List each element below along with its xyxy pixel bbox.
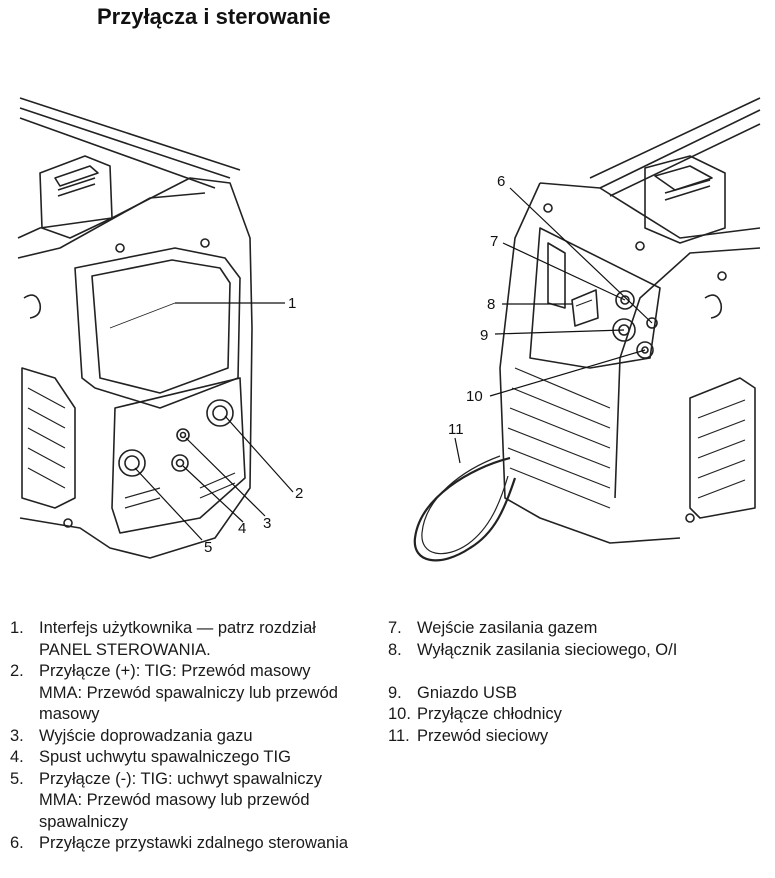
legend-item-7: 7.Wejście zasilania gazem: [388, 619, 598, 637]
rear-view-drawing: [413, 97, 761, 562]
callout-9: 9: [480, 327, 488, 344]
callout-11: 11: [448, 421, 464, 438]
callout-4: 4: [238, 520, 246, 537]
legend-right: 7.Wejście zasilania gazem 8.Wyłącznik za…: [388, 618, 768, 747]
legend-item-5: 5.Przyłącze (-): TIG: uchwyt spawalniczy…: [10, 769, 323, 831]
callout-5: 5: [204, 539, 212, 556]
callout-10: 10: [466, 388, 483, 405]
legend-item-10: 10.Przyłącze chłodnicy: [388, 705, 562, 723]
callout-1: 1: [288, 295, 296, 312]
legend-left: 1.Interfejs użytkownika — patrz rozdział…: [10, 618, 390, 855]
legend-item-8: 8.Wyłącznik zasilania sieciowego, O/I: [388, 640, 678, 659]
legend-item-1: 1.Interfejs użytkownika — patrz rozdział…: [10, 619, 316, 659]
legend-item-9: 9.Gniazdo USB: [388, 683, 517, 702]
page-title: Przyłącza i sterowanie: [97, 4, 331, 29]
legend-item-2: 2.Przyłącze (+): TIG: Przewód masowy MMA…: [10, 662, 338, 723]
front-view-drawing: [17, 97, 253, 559]
callout-6: 6: [497, 173, 505, 190]
legend-item-6: 6.Przyłącze przystawki zdalnego sterowan…: [10, 834, 349, 852]
callout-3: 3: [263, 515, 271, 532]
callout-2: 2: [295, 485, 303, 502]
callout-leaders: [134, 187, 653, 541]
legend-item-11: 11.Przewód sieciowy: [388, 726, 549, 745]
legend-item-3: 3.Wyjście doprowadzania gazu: [10, 726, 253, 745]
callout-8: 8: [487, 296, 495, 313]
legend-item-4: 4.Spust uchwytu spawalniczego TIG: [10, 748, 291, 766]
callout-7: 7: [490, 233, 498, 250]
welder-illustration: 1 2 3 4 5 6 7 8 9 10 11: [17, 97, 761, 562]
